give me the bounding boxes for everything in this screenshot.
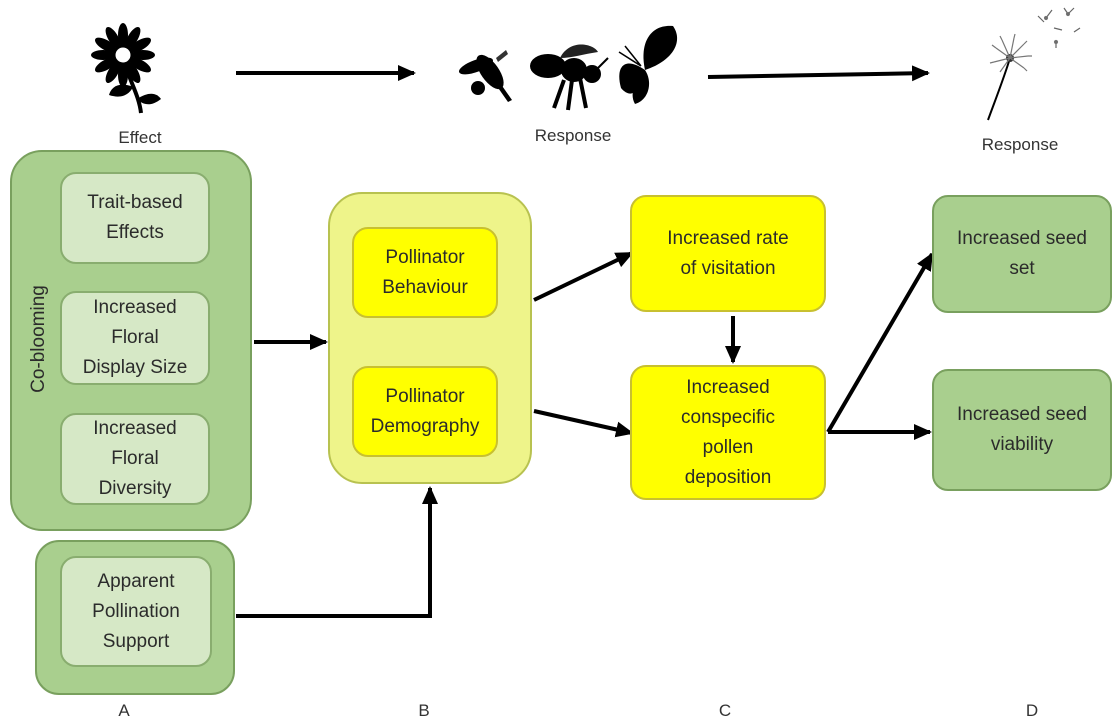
arrow-b-to-visitation [533,251,634,302]
dandelion-seedhead-icon [987,7,1081,121]
apparent-pollination-support-box: Apparent Pollination Support [60,556,212,667]
response-right-label: Response [981,135,1059,154]
bee-icon [530,44,609,111]
butterfly-icon [618,25,678,104]
top-arrow-response-to-response [707,65,930,82]
column-letter-a: A [118,701,130,720]
pollinator-behaviour-box: Pollinator Behaviour [352,227,498,318]
column-letter-c: C [718,701,732,720]
increased-visitation-box: Increased rate of visitation [630,195,826,312]
hoverfly-icon [458,50,512,102]
arrow-b-to-deposition [533,409,634,438]
column-letter-b: B [418,701,430,720]
flower-icon [91,23,161,114]
arrow-deposition-to-seed-set [826,252,934,434]
effect-label: Effect [118,128,162,147]
increased-seed-set-box: Increased seed set [932,195,1112,313]
pollinator-demography-box: Pollinator Demography [352,366,498,457]
floral-diversity-box: Increased Floral Diversity [60,413,210,505]
conspecific-pollen-deposition-box: Increased conspecific pollen deposition [630,365,826,500]
arrow-support-to-b [236,486,438,618]
column-letter-d: D [1025,701,1039,720]
response-middle-label: Response [534,126,612,145]
trait-based-effects-box: Trait-based Effects [60,172,210,264]
co-blooming-label: Co-blooming [28,285,49,393]
floral-display-size-box: Increased Floral Display Size [60,291,210,385]
increased-seed-viability-box: Increased seed viability [932,369,1112,491]
